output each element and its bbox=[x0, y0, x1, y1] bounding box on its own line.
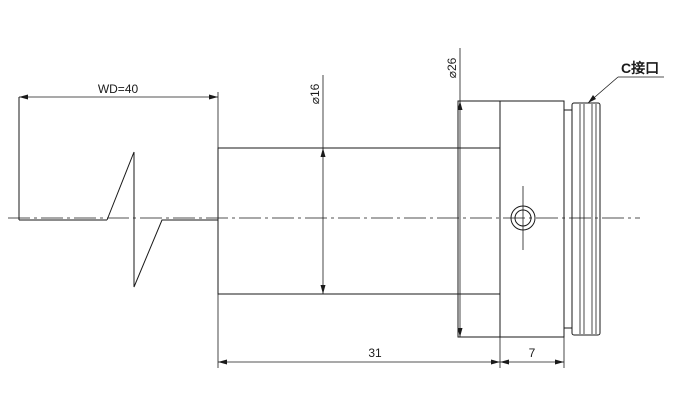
object-plane bbox=[18, 97, 218, 288]
length-dimensions: 31 7 bbox=[217, 294, 565, 368]
set-screw-hole bbox=[510, 186, 536, 250]
wd-label: WD=40 bbox=[98, 82, 139, 96]
c-mount-label: C接口 bbox=[621, 60, 659, 76]
c-mount-thread bbox=[563, 102, 601, 336]
wd-dimension: WD=40 bbox=[19, 82, 219, 148]
lens-housing bbox=[499, 100, 565, 338]
dia26-label: ⌀26 bbox=[445, 57, 459, 78]
c-mount-callout: C接口 bbox=[587, 60, 664, 104]
length-31-label: 31 bbox=[368, 346, 382, 360]
dia16-dimension: ⌀16 bbox=[308, 75, 326, 294]
dia16-label: ⌀16 bbox=[308, 83, 322, 104]
length-7-label: 7 bbox=[529, 346, 536, 360]
lens-flange bbox=[457, 100, 501, 338]
dia26-dimension: ⌀26 bbox=[445, 48, 463, 337]
